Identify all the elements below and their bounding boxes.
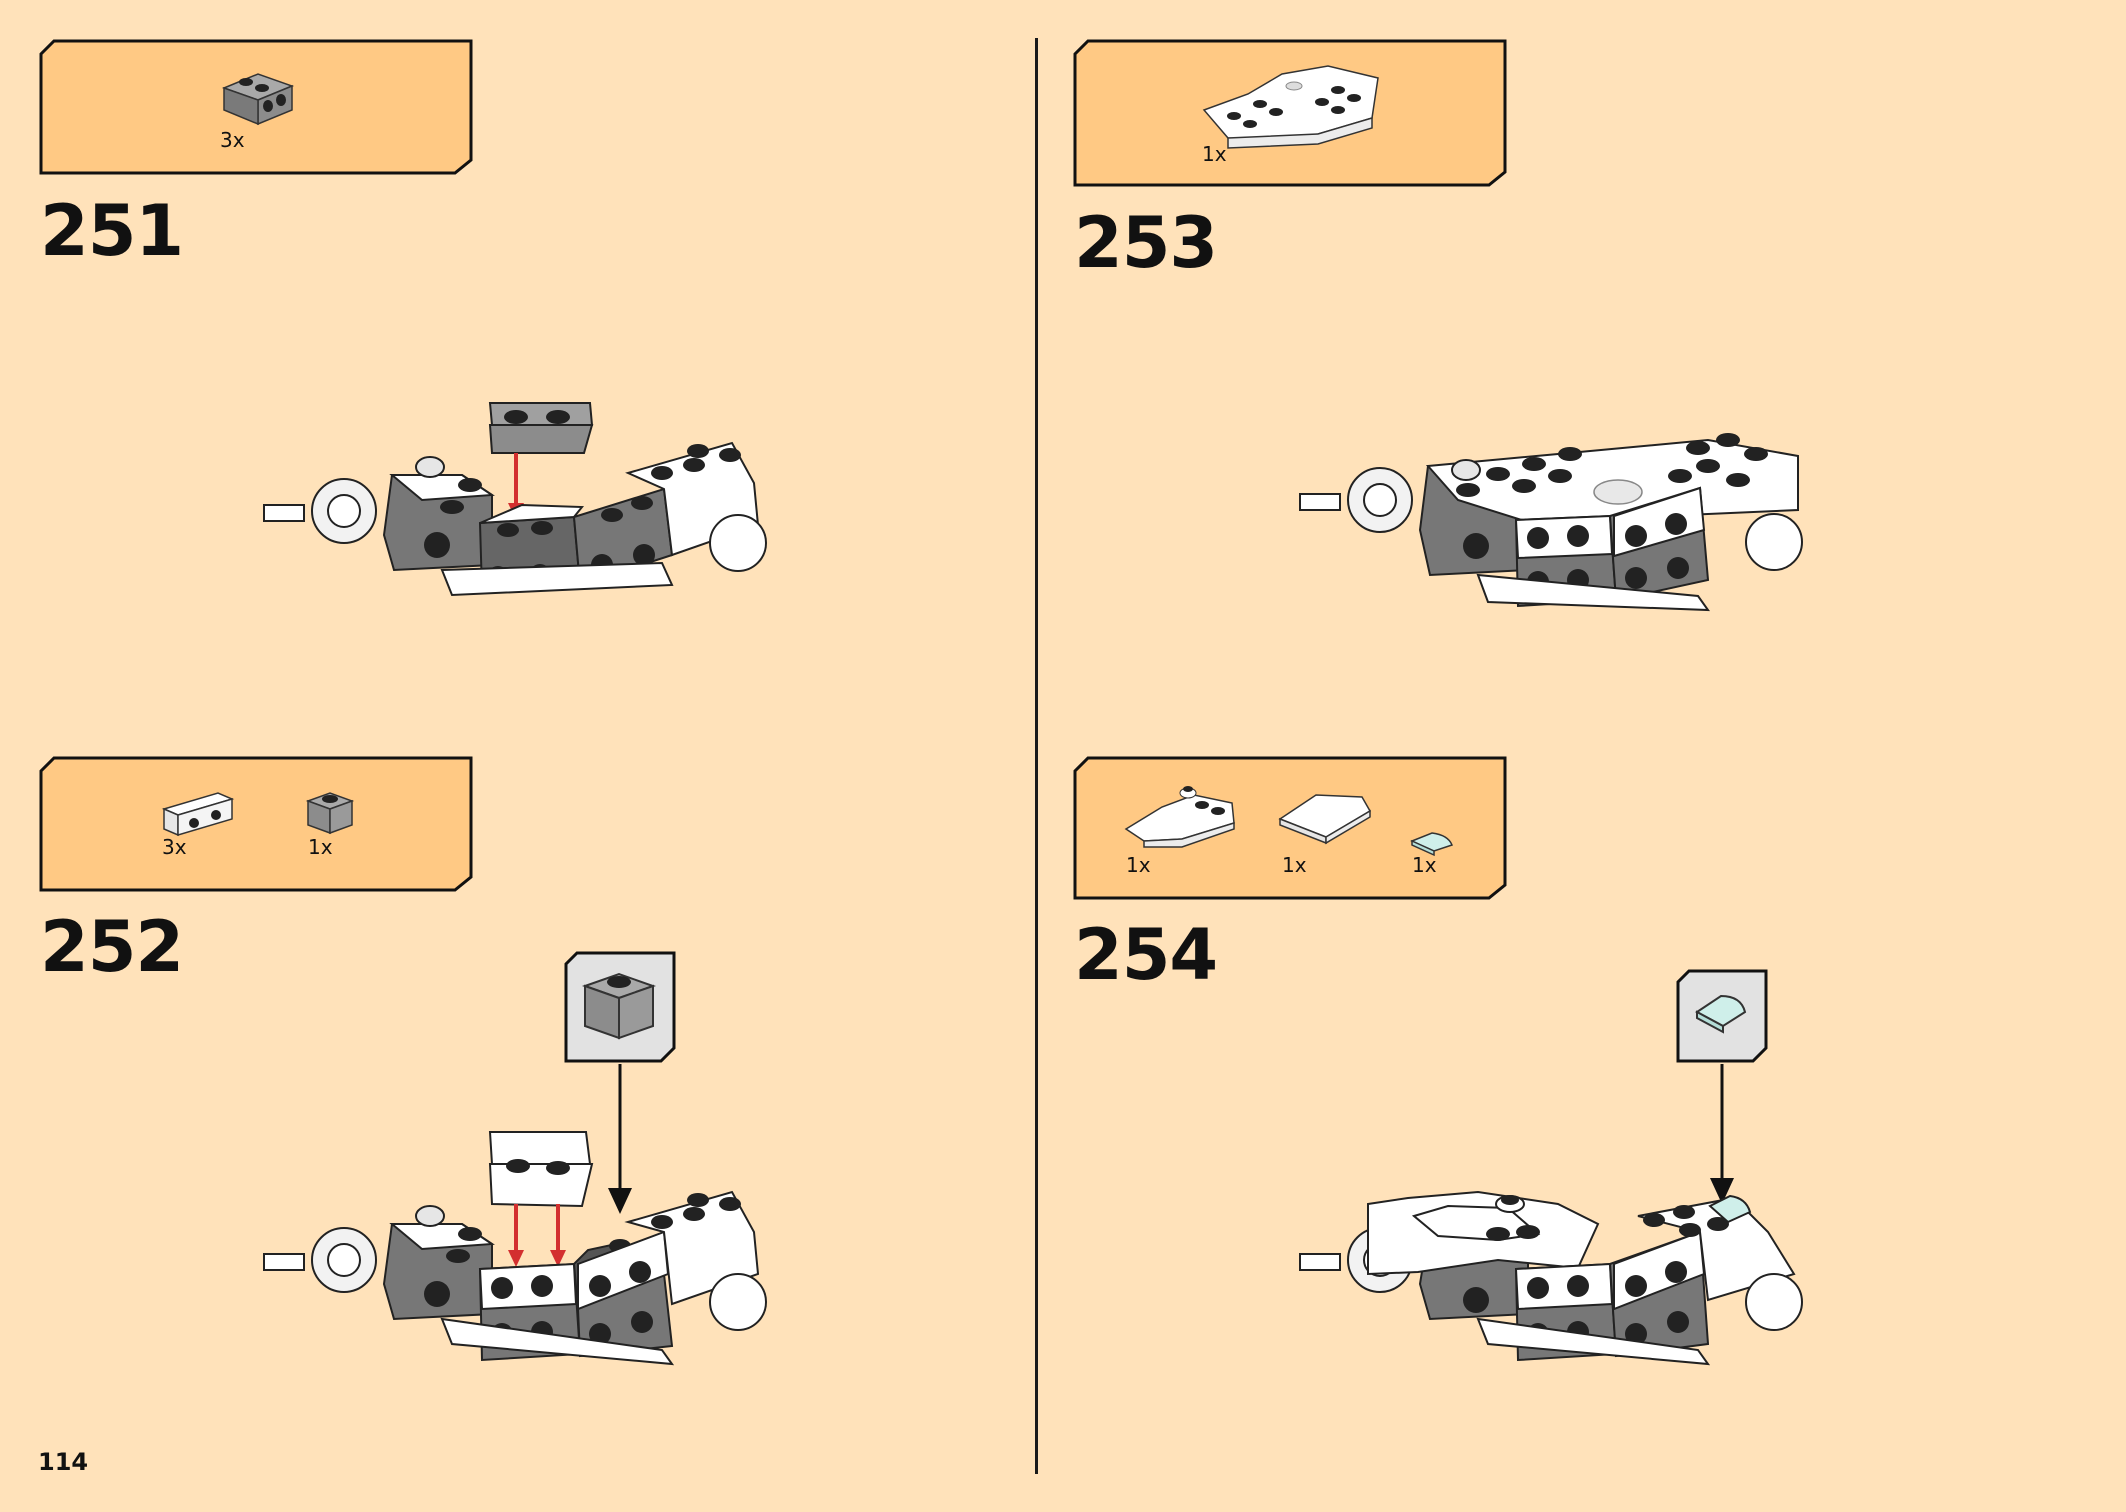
step-number-253: 253 bbox=[1074, 202, 1218, 284]
callout-new-part-254 bbox=[1675, 968, 1769, 1068]
parts-box-step-251: 3x bbox=[38, 38, 474, 176]
callout-new-part-252 bbox=[563, 950, 677, 1068]
assembly-step-253 bbox=[1298, 430, 1818, 634]
parts-box-step-252: 3x 1x bbox=[38, 755, 474, 893]
part-qty: 1x bbox=[308, 835, 333, 859]
assembly-step-252 bbox=[262, 1064, 782, 1388]
white-tile-wedge-icon bbox=[1276, 787, 1376, 847]
part-qty: 1x bbox=[1282, 853, 1307, 877]
part-qty: 1x bbox=[1412, 853, 1437, 877]
page-divider bbox=[1035, 38, 1038, 1474]
page-number: 114 bbox=[38, 1448, 89, 1476]
white-wedge-plate-studs-icon bbox=[1122, 775, 1242, 855]
step-number-254: 254 bbox=[1074, 914, 1218, 996]
parts-box-frame bbox=[39, 756, 473, 892]
part-qty: 3x bbox=[220, 128, 245, 152]
part-qty: 1x bbox=[1126, 853, 1151, 877]
step-number-252: 252 bbox=[40, 906, 184, 988]
parts-box-step-253: 1x bbox=[1072, 38, 1508, 188]
part-qty: 1x bbox=[1202, 142, 1227, 166]
parts-box-step-254: 1x 1x 1x bbox=[1072, 755, 1508, 901]
part-qty: 3x bbox=[162, 835, 187, 859]
step-number-251: 251 bbox=[40, 190, 184, 272]
white-bracket-1x2-icon bbox=[158, 785, 238, 841]
assembly-step-251 bbox=[262, 395, 782, 629]
light-aqua-quarter-tile-icon bbox=[1408, 827, 1458, 857]
assembly-step-254 bbox=[1298, 1064, 1818, 1388]
gray-bracket-1x2-icon bbox=[218, 68, 298, 128]
white-wedge-plate-icon bbox=[1198, 58, 1388, 158]
gray-brick-1x1-icon bbox=[302, 787, 358, 837]
